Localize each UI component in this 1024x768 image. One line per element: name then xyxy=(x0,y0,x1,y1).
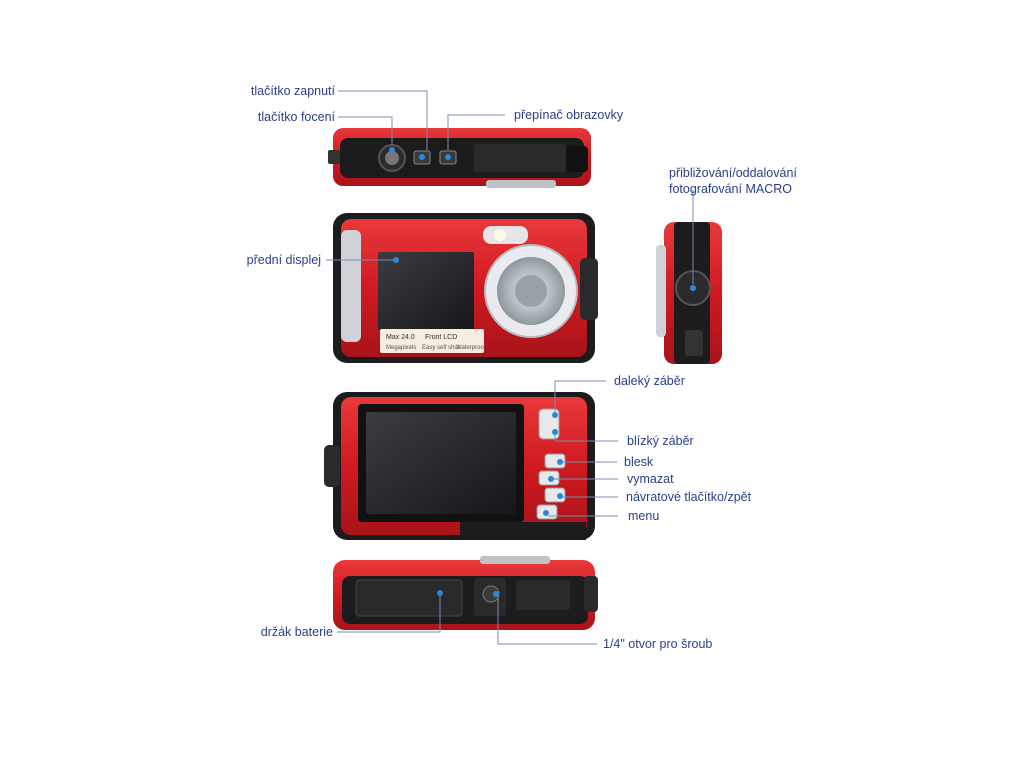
front-badge: Max 24.0 Front LCD Megapixels Easy self … xyxy=(380,329,486,353)
callout-power-button: tlačítko zapnutí xyxy=(251,84,428,150)
camera-front-view: Max 24.0 Front LCD Megapixels Easy self … xyxy=(333,213,598,363)
label-zoom-near: blízký záběr xyxy=(627,434,694,448)
callout-delete: vymazat xyxy=(548,472,674,486)
label-back: návratové tlačítko/zpět xyxy=(626,490,752,504)
label-power-button: tlačítko zapnutí xyxy=(251,84,336,98)
label-zoom-line1: přibližování/oddalování xyxy=(669,166,797,180)
camera-side-view xyxy=(656,222,722,364)
front-display xyxy=(378,252,474,330)
label-delete: vymazat xyxy=(627,472,674,486)
callout-battery-holder: držák baterie xyxy=(261,590,443,639)
badge-line3: Megapixels xyxy=(386,345,416,351)
label-menu: menu xyxy=(628,509,659,523)
badge-line1: Max 24.0 xyxy=(386,334,415,341)
camera-bottom-view xyxy=(333,556,598,630)
back-display xyxy=(366,412,516,514)
label-screen-switch: přepínač obrazovky xyxy=(514,108,624,122)
callout-screw-hole: 1/4" otvor pro šroub xyxy=(493,591,712,651)
camera-top-view xyxy=(328,128,591,188)
camera-back-view xyxy=(324,392,595,540)
label-battery-holder: držák baterie xyxy=(261,625,333,639)
battery-door xyxy=(355,579,463,617)
callout-screen-switch: přepínač obrazovky xyxy=(447,108,624,150)
callout-shutter-button: tlačítko focení xyxy=(258,110,395,153)
label-zoom-line2: fotografování MACRO xyxy=(669,182,792,196)
callout-flash: blesk xyxy=(557,455,654,469)
label-zoom-far: daleký záběr xyxy=(614,374,685,388)
label-front-display: přední displej xyxy=(247,253,321,267)
callout-back: návratové tlačítko/zpět xyxy=(557,490,752,504)
callout-menu: menu xyxy=(543,509,659,523)
badge-line5: Waterproof xyxy=(456,345,486,351)
callout-zoom-dial: přibližování/oddalování fotografování MA… xyxy=(669,166,797,284)
callout-zoom-near: blízký záběr xyxy=(552,429,694,448)
callout-zoom-far: daleký záběr xyxy=(552,374,685,418)
label-shutter-button: tlačítko focení xyxy=(258,110,336,124)
badge-line2: Front LCD xyxy=(425,334,457,341)
label-flash: blesk xyxy=(624,455,654,469)
callout-front-display: přední displej xyxy=(247,253,393,267)
badge-line4: Easy self shot xyxy=(422,345,460,351)
label-screw-hole: 1/4" otvor pro šroub xyxy=(603,637,712,651)
